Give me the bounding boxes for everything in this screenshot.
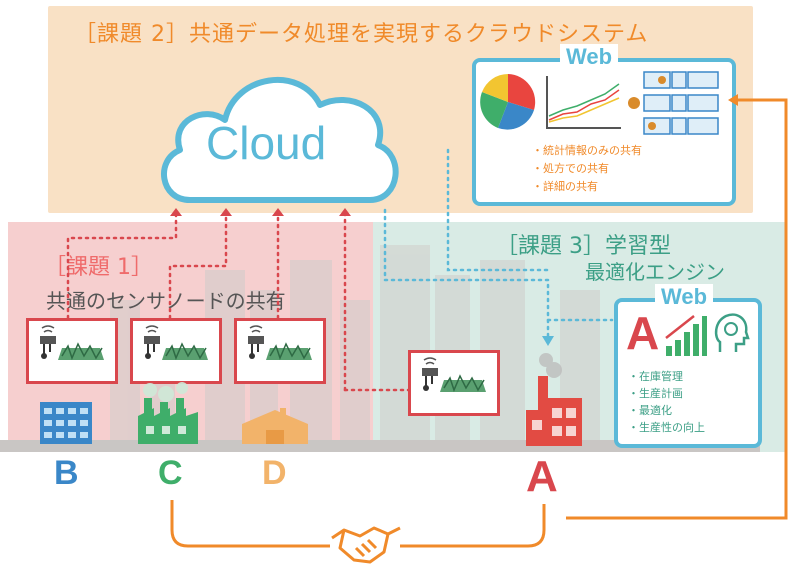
brain-head-icon	[714, 313, 750, 352]
issue3-subtitle: 最適化エンジン	[585, 260, 725, 284]
shared-data-blocks-icon	[628, 71, 719, 135]
issue1-subtitle: 共通のセンサノードの共有	[46, 289, 286, 313]
company-b-label: B	[54, 454, 79, 492]
office-building-b-icon	[40, 402, 92, 444]
cloud-label: Cloud	[206, 117, 327, 169]
web-sharing-item-3: ・詳細の共有	[532, 180, 598, 193]
pie-chart-icon	[480, 74, 536, 130]
web-sharing-label: Web	[560, 44, 619, 70]
company-a-label: A	[526, 452, 558, 501]
web-optimization-item-4: ・生産性の向上	[628, 421, 705, 434]
web-sharing-item-1: ・統計情報のみの共有	[532, 144, 642, 157]
ai-letter: A	[626, 307, 660, 359]
company-d-label: D	[262, 454, 287, 492]
web-optimization-label: Web	[655, 284, 714, 310]
web-optimization-item-3: ・最適化	[628, 404, 672, 417]
issue1-title: ［課題 1］	[44, 255, 153, 280]
web-sharing-item-2: ・処方での共有	[532, 162, 609, 175]
factory-c-icon	[138, 382, 198, 444]
web-optimization-item-1: ・在庫管理	[628, 370, 683, 383]
issue3-title: ［課題 3］学習型	[496, 234, 671, 259]
factory-a-icon	[526, 353, 582, 446]
company-c-label: C	[158, 454, 183, 492]
web-optimization-item-2: ・生産計画	[628, 387, 683, 400]
growth-bars-icon	[665, 315, 707, 356]
warehouse-d-icon	[242, 408, 308, 444]
cloud-icon	[161, 77, 399, 203]
handshake-icon	[331, 526, 401, 564]
issue2-title: ［課題 2］共通データ処理を実現するクラウドシステム	[74, 22, 649, 47]
line-graph-icon	[546, 76, 621, 129]
